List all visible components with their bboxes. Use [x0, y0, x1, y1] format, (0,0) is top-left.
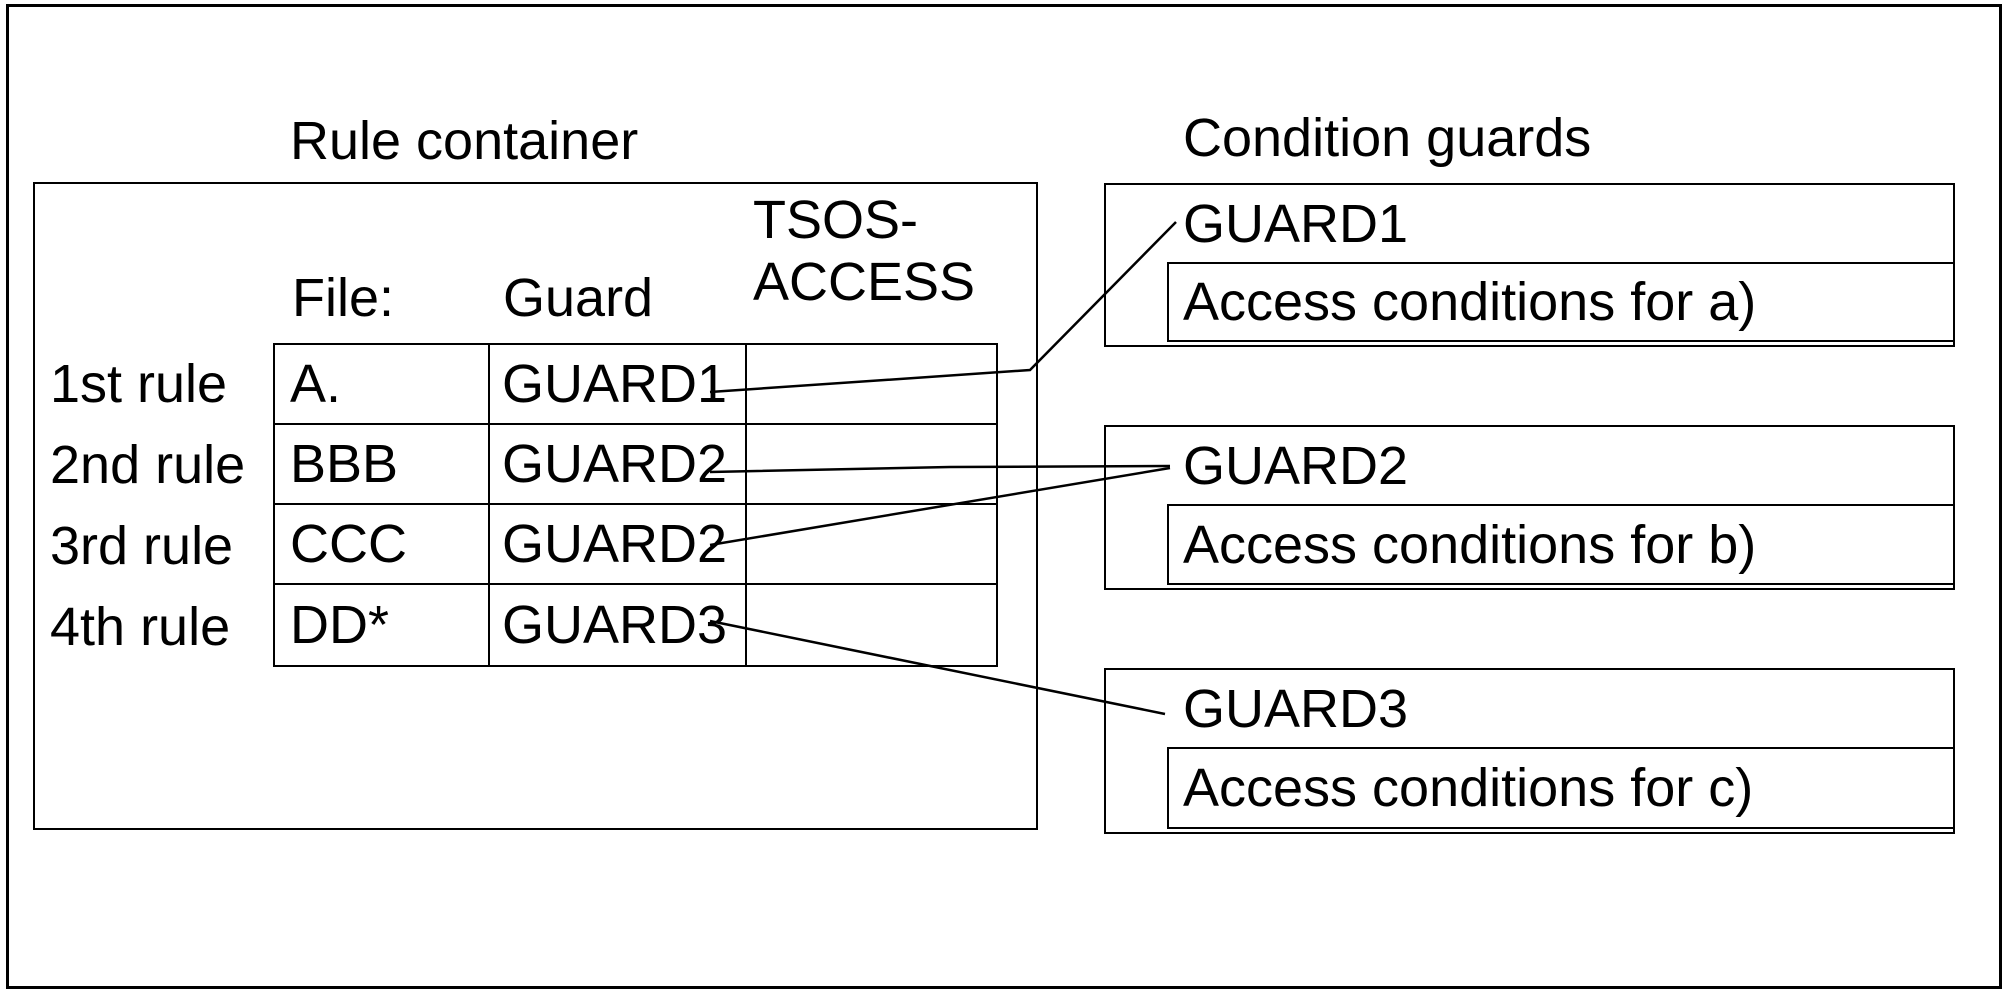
tsos-cell-row2	[747, 425, 996, 505]
guard-column-header: Guard	[503, 268, 654, 328]
tsos-cell-row4	[747, 585, 996, 665]
tsos-header-line1: TSOS-	[753, 190, 919, 250]
guard2-access-conditions-box: Access conditions for b)	[1167, 504, 1955, 585]
guard-cell-row2: GUARD2	[490, 425, 747, 505]
rule-row-label-3: 3rd rule	[50, 515, 234, 576]
rule-row-label-1: 1st rule	[50, 353, 228, 414]
rules-table: A. GUARD1 BBB GUARD2 CCC GUARD2 DD* GUAR…	[273, 343, 998, 667]
file-cell-row4: DD*	[275, 585, 490, 665]
guard1-access-conditions-box: Access conditions for a)	[1167, 262, 1955, 342]
rule-row-label-4: 4th rule	[50, 596, 231, 657]
file-column-header: File:	[292, 268, 395, 328]
guard1-box-title: GUARD1	[1183, 194, 1409, 254]
condition-guards-title: Condition guards	[1183, 108, 1592, 168]
tsos-cell-row1	[747, 345, 996, 425]
rule-row-label-2: 2nd rule	[50, 434, 246, 495]
guard3-box-title: GUARD3	[1183, 679, 1409, 739]
guard-cell-row3: GUARD2	[490, 505, 747, 585]
file-cell-row1: A.	[275, 345, 490, 425]
guard-cell-row1: GUARD1	[490, 345, 747, 425]
file-cell-row3: CCC	[275, 505, 490, 585]
guard3-box: GUARD3 Access conditions for c)	[1104, 668, 1955, 834]
outer-frame	[6, 4, 2002, 989]
guard3-access-conditions-box: Access conditions for c)	[1167, 747, 1955, 829]
file-cell-row2: BBB	[275, 425, 490, 505]
tsos-cell-row3	[747, 505, 996, 585]
tsos-header-line2: ACCESS	[753, 252, 976, 312]
guard2-box-title: GUARD2	[1183, 436, 1409, 496]
guard1-box: GUARD1 Access conditions for a)	[1104, 183, 1955, 347]
guard-cell-row4: GUARD3	[490, 585, 747, 665]
tsos-access-column-header: TSOS- ACCESS	[753, 189, 975, 313]
guard2-box: GUARD2 Access conditions for b)	[1104, 425, 1955, 590]
rule-container-title: Rule container	[290, 111, 639, 171]
